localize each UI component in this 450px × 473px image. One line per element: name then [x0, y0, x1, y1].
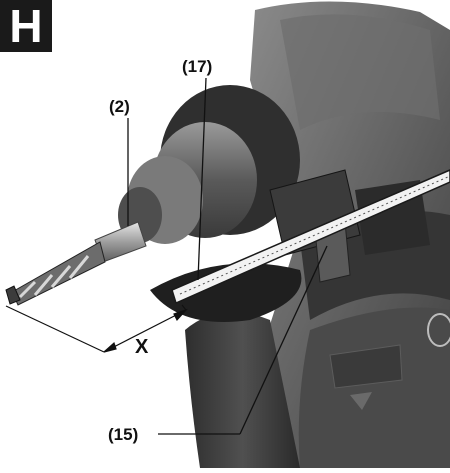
handle-grip [185, 312, 300, 468]
dimension-x [5, 304, 188, 353]
callout-depth-stop-rod: (17) [182, 57, 212, 76]
drill-bit [5, 221, 147, 306]
callout-drill-bit: (2) [109, 97, 130, 116]
chuck [118, 85, 300, 244]
depth-stop-rod [171, 169, 450, 305]
leader-lines [127, 77, 328, 435]
callout-handle-screw: (15) [108, 425, 138, 444]
step-letter-badge: H [0, 0, 52, 52]
dimension-label: X [135, 336, 149, 358]
